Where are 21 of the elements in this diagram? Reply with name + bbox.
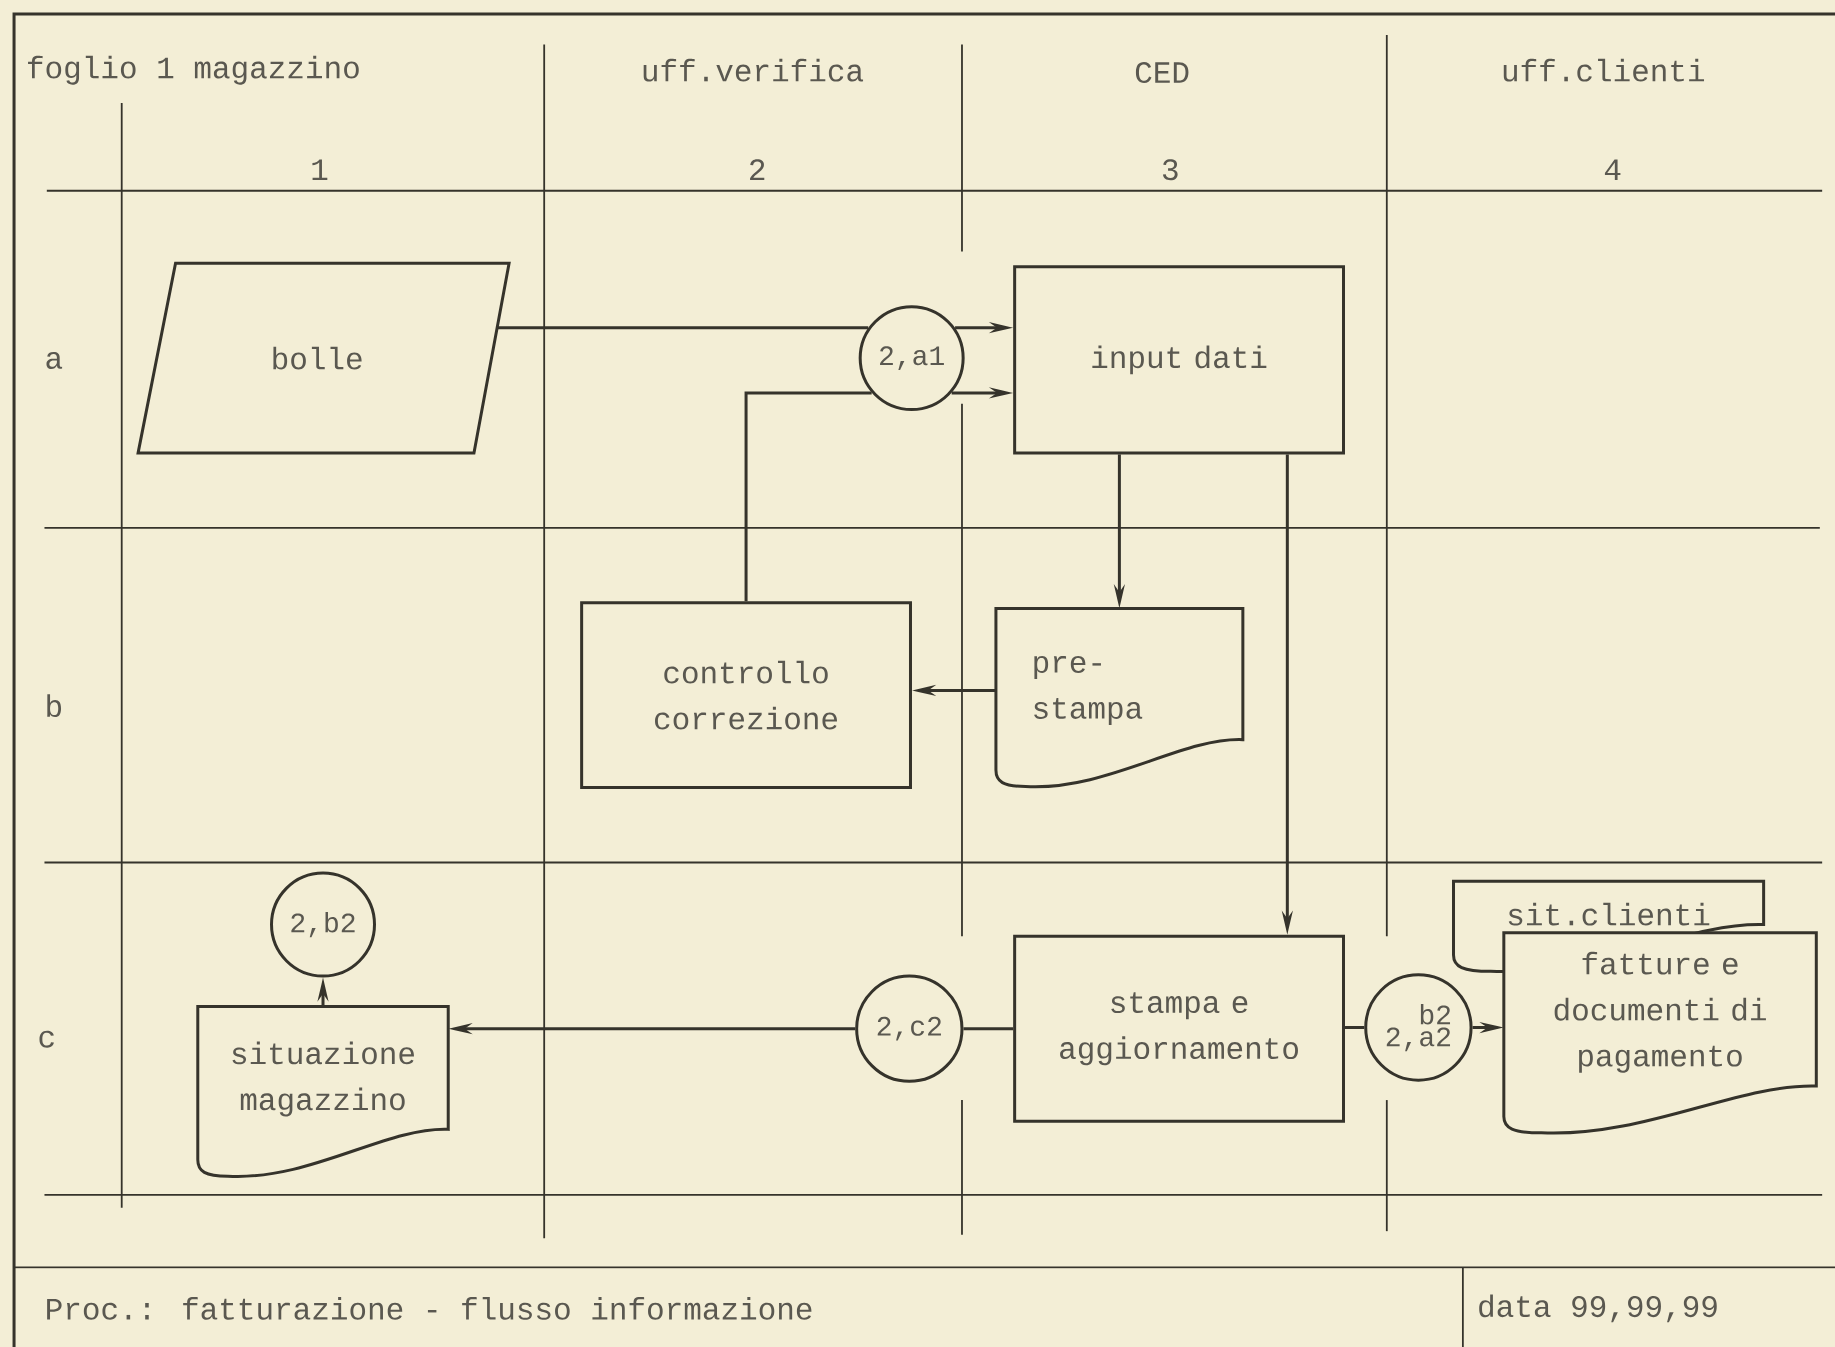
connector-line bbox=[1345, 1026, 1365, 1029]
column-number: 2 bbox=[750, 159, 765, 181]
row-letter: c bbox=[39, 1030, 54, 1048]
column-header: foglio 1 magazzino bbox=[28, 55, 359, 85]
row-letter: b bbox=[47, 694, 62, 718]
process-box: stampa e aggiornamento bbox=[1013, 934, 1345, 1123]
column-header: CED bbox=[1135, 62, 1189, 84]
footer-date: data 99,99,99 bbox=[1479, 1294, 1717, 1323]
parallelogram-box: bolle bbox=[136, 261, 511, 455]
process-box: input dati bbox=[1013, 265, 1345, 455]
process-box: controllo correzione bbox=[580, 601, 912, 790]
row-letter: a bbox=[46, 351, 63, 369]
column-header: uff.clienti bbox=[1503, 58, 1704, 82]
connector-line bbox=[744, 391, 872, 602]
footer-title: Proc.: fatturazione - flusso informazione bbox=[47, 1297, 812, 1320]
column-number: 1 bbox=[312, 159, 328, 180]
column-number: 4 bbox=[1604, 159, 1621, 180]
column-header: uff.verifica bbox=[643, 58, 864, 82]
column-number: 3 bbox=[1162, 159, 1178, 181]
connector-line bbox=[963, 1027, 1014, 1031]
connector-line bbox=[496, 326, 869, 330]
